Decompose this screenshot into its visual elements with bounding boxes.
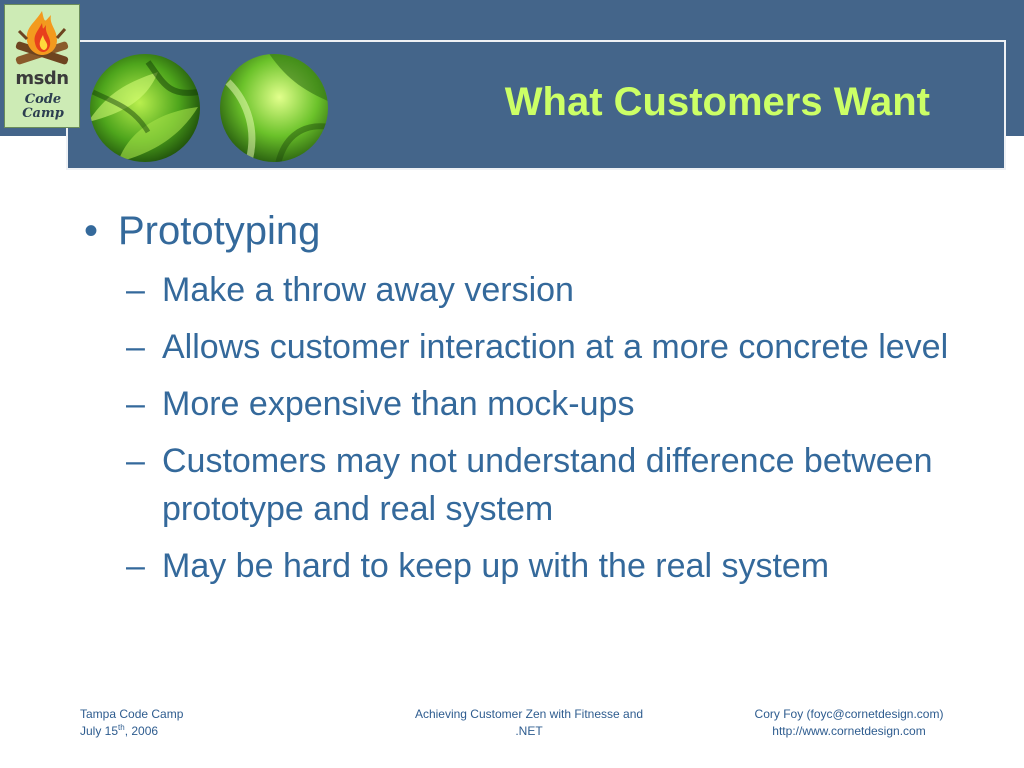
footer-date: July 15th, 2006 — [80, 723, 330, 740]
sub-bullet-item: – Allows customer interaction at a more … — [80, 323, 980, 371]
logo-caption-line2: Camp — [22, 106, 64, 121]
footer-talk-line1: Achieving Customer Zen with Fitnesse and — [414, 707, 644, 721]
footer-talk-line2: .NET — [515, 724, 543, 738]
dash-marker: – — [126, 328, 145, 366]
leaf-image-left — [90, 54, 200, 162]
logo-caption: Code Camp — [13, 93, 73, 121]
footer-author-url: http://www.cornetdesign.com — [772, 724, 926, 738]
footer-event: Tampa Code Camp July 15th, 2006 — [80, 706, 330, 740]
bullet-marker: • — [84, 209, 99, 253]
logo-brand-text: msdn — [15, 68, 69, 89]
dash-marker: – — [126, 442, 145, 480]
sub-bullet-text: May be hard to keep up with the real sys… — [162, 547, 830, 585]
slide-title: What Customers Want — [504, 80, 930, 124]
bullet-text: Prototyping — [118, 209, 321, 253]
footer-author-contact: Cory Foy (foyc@cornetdesign.com) — [754, 707, 944, 721]
sub-bullet-text: Allows customer interaction at a more co… — [162, 328, 949, 366]
campfire-icon — [15, 11, 69, 65]
dash-marker: – — [126, 271, 145, 309]
bullet-item: • Prototyping — [80, 205, 980, 257]
sub-bullet-text: Make a throw away version — [162, 271, 574, 309]
sub-bullet-item: – Customers may not understand differenc… — [80, 437, 980, 533]
msdn-code-camp-logo: msdn Code Camp — [4, 4, 80, 128]
footer-date-sup: th — [118, 723, 125, 732]
sub-bullet-item: – More expensive than mock-ups — [80, 380, 980, 428]
logo-caption-line1: Code — [24, 92, 62, 107]
footer-event-name: Tampa Code Camp — [80, 707, 184, 721]
leaf-image-right — [220, 54, 328, 162]
footer-author: Cory Foy (foyc@cornetdesign.com) http://… — [718, 706, 980, 740]
dash-marker: – — [126, 547, 145, 585]
slide-body: • Prototyping – Make a throw away versio… — [80, 205, 980, 590]
footer-date-prefix: July 15 — [80, 724, 119, 738]
sub-bullet-item: – May be hard to keep up with the real s… — [80, 542, 980, 590]
sub-bullet-text: More expensive than mock-ups — [162, 385, 635, 423]
footer-talk-title: Achieving Customer Zen with Fitnesse and… — [380, 706, 678, 740]
sub-bullet-item: – Make a throw away version — [80, 266, 980, 314]
sub-bullet-text: Customers may not understand difference … — [162, 442, 933, 528]
footer-date-suffix: , 2006 — [124, 724, 159, 738]
dash-marker: – — [126, 385, 145, 423]
